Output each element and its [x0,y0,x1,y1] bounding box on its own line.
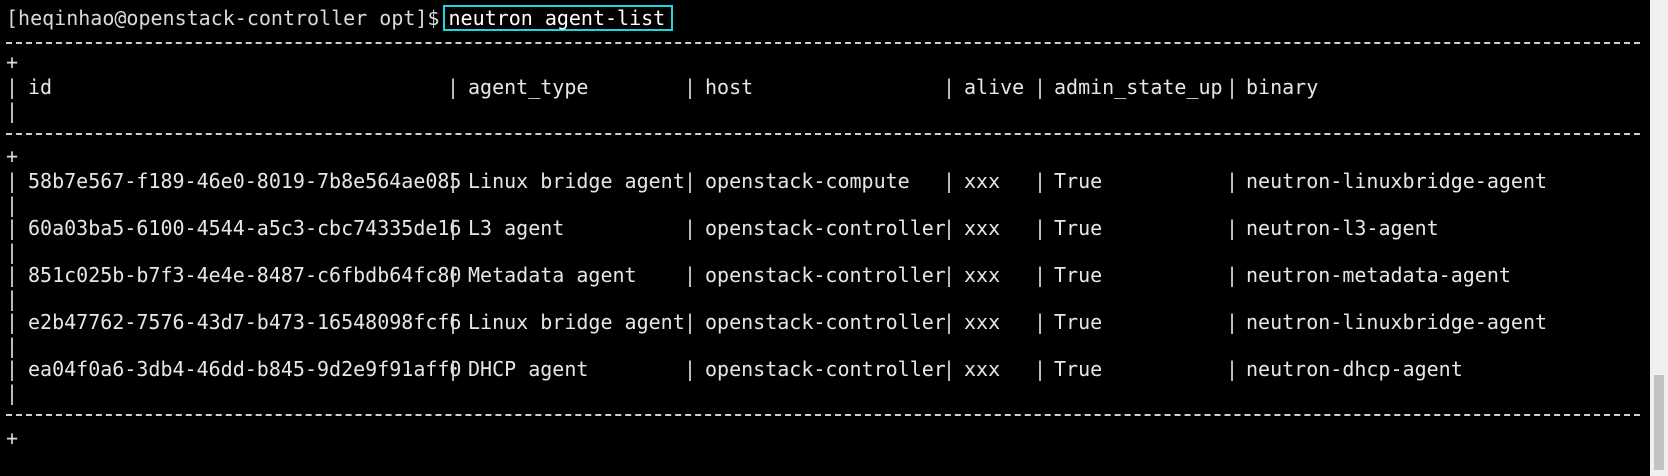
column-divider: | [943,263,956,287]
column-divider: | [447,357,460,381]
cell-id: 58b7e567-f189-46e0-8019-7b8e564ae085 [28,169,462,193]
cell-agent-type: Metadata agent [468,263,637,287]
cell-alive: xxx [964,216,1001,240]
column-divider: | [6,357,19,381]
table-border-bottom [6,414,1640,416]
cell-alive: xxx [964,310,1001,334]
column-divider: | [447,216,460,240]
cell-host: openstack-controller [705,216,946,240]
column-divider: | [1226,357,1239,381]
column-divider: | [1226,263,1239,287]
command-text: neutron agent-list [443,5,674,31]
column-divider: | [6,169,19,193]
cell-id: ea04f0a6-3db4-46dd-b845-9d2e9f91aff0 [28,357,462,381]
cell-host: openstack-compute [705,169,910,193]
column-divider: | [1034,310,1047,334]
header-binary: binary [1246,75,1319,99]
cell-admin-state-up: True [1054,169,1103,193]
cell-admin-state-up: True [1054,357,1103,381]
column-divider: | [943,216,956,240]
column-divider: | [1034,216,1047,240]
border-wrap-plus: + [6,144,19,168]
cell-agent-type: DHCP agent [468,357,589,381]
cell-admin-state-up: True [1054,263,1103,287]
column-divider: | [943,75,956,99]
column-divider: | [447,75,460,99]
column-divider: | [1226,75,1239,99]
column-divider: | [943,357,956,381]
cell-admin-state-up: True [1054,310,1103,334]
table-border-header [6,133,1640,135]
column-divider: | [1034,75,1047,99]
shell-prompt: [heqinhao@openstack-controller opt]$ [6,6,440,30]
prompt-line: [heqinhao@openstack-controller opt]$neut… [6,5,674,31]
cell-agent-type: L3 agent [468,216,565,240]
scrollbar-thumb[interactable] [1654,375,1664,470]
column-divider: | [1034,263,1047,287]
cell-id: 851c025b-b7f3-4e4e-8487-c6fbdb64fc80 [28,263,462,287]
column-divider: | [1034,169,1047,193]
table-row: | e2b47762-7576-43d7-b473-16548098fcf6 |… [6,310,1646,334]
cell-alive: xxx [964,357,1001,381]
row-wrap-pipe: | [6,99,19,123]
header-admin-state-up: admin_state_up [1054,75,1223,99]
cell-id: e2b47762-7576-43d7-b473-16548098fcf6 [28,310,462,334]
header-host: host [705,75,754,99]
column-divider: | [684,310,697,334]
cell-binary: neutron-metadata-agent [1246,263,1511,287]
table-header-row: | id | agent_type | host | alive | admin… [6,75,1646,99]
cell-binary: neutron-l3-agent [1246,216,1439,240]
cell-admin-state-up: True [1054,216,1103,240]
column-divider: | [684,169,697,193]
column-divider: | [6,216,19,240]
cell-host: openstack-controller [705,357,946,381]
vertical-scrollbar[interactable] [1650,0,1668,476]
table-row: | ea04f0a6-3db4-46dd-b845-9d2e9f91aff0 |… [6,357,1646,381]
row-wrap-pipe: | [6,240,19,264]
row-wrap-pipe: | [6,193,19,217]
column-divider: | [1226,216,1239,240]
column-divider: | [684,263,697,287]
table-row: | 60a03ba5-6100-4544-a5c3-cbc74335de16 |… [6,216,1646,240]
cell-host: openstack-controller [705,263,946,287]
cell-binary: neutron-dhcp-agent [1246,357,1463,381]
cell-binary: neutron-linuxbridge-agent [1246,169,1548,193]
column-divider: | [1226,169,1239,193]
cell-agent-type: Linux bridge agent [468,310,685,334]
cell-agent-type: Linux bridge agent [468,169,685,193]
row-wrap-pipe: | [6,334,19,358]
column-divider: | [447,310,460,334]
cell-id: 60a03ba5-6100-4544-a5c3-cbc74335de16 [28,216,462,240]
column-divider: | [684,75,697,99]
column-divider: | [684,357,697,381]
table-row: | 851c025b-b7f3-4e4e-8487-c6fbdb64fc80 |… [6,263,1646,287]
cell-binary: neutron-linuxbridge-agent [1246,310,1548,334]
table-border-top [6,42,1640,44]
header-alive: alive [964,75,1025,99]
row-wrap-pipe: | [6,381,19,405]
column-divider: | [1034,357,1047,381]
table-row: | 58b7e567-f189-46e0-8019-7b8e564ae085 |… [6,169,1646,193]
column-divider: | [447,169,460,193]
row-wrap-pipe: | [6,287,19,311]
cell-alive: xxx [964,169,1001,193]
border-wrap-plus: + [6,50,19,74]
cell-alive: xxx [964,263,1001,287]
column-divider: | [6,310,19,334]
column-divider: | [6,75,19,99]
column-divider: | [943,310,956,334]
column-divider: | [943,169,956,193]
header-id: id [28,75,53,99]
column-divider: | [684,216,697,240]
header-agent-type: agent_type [468,75,589,99]
column-divider: | [1226,310,1239,334]
column-divider: | [447,263,460,287]
column-divider: | [6,263,19,287]
cell-host: openstack-controller [705,310,946,334]
border-wrap-plus: + [6,426,19,450]
